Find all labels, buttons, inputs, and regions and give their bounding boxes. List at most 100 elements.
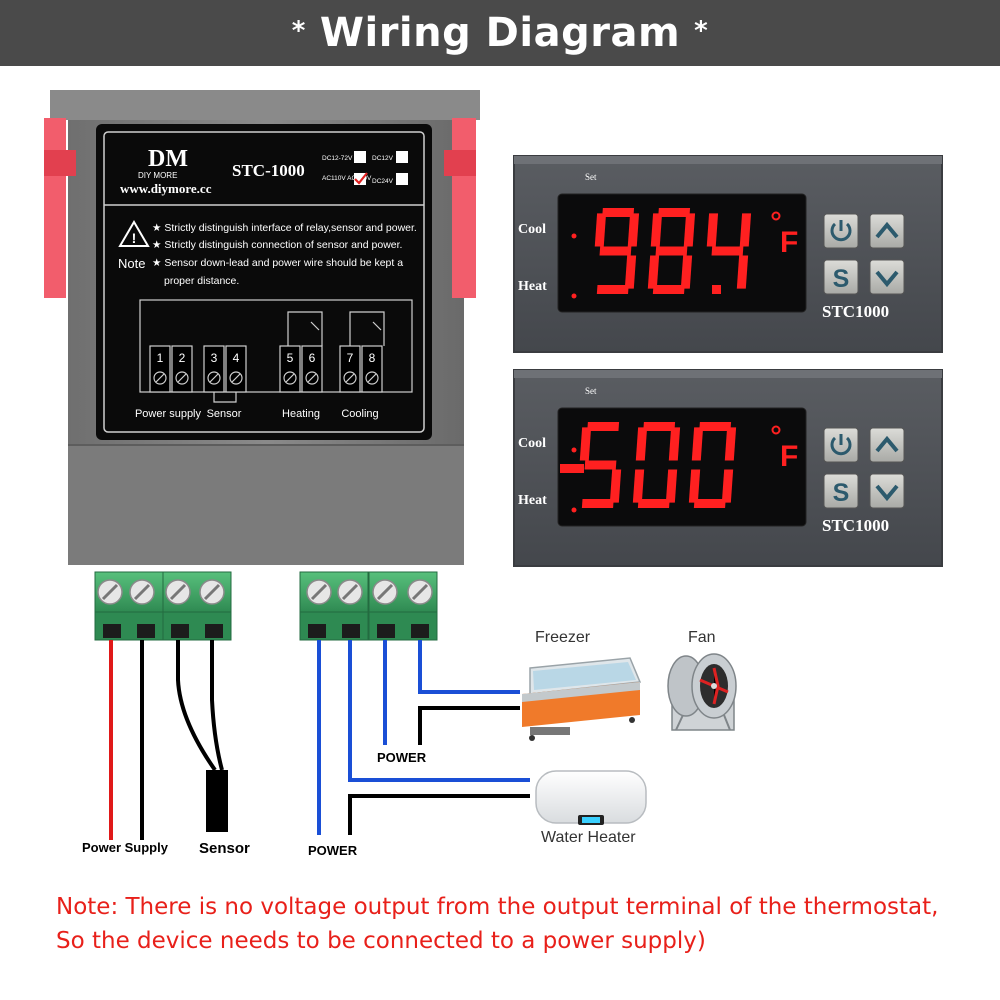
note-line-1: Note: There is no voltage output from th…: [56, 894, 939, 920]
option-dc12v: DC12V: [372, 155, 394, 162]
water-heater-label: Water Heater: [541, 829, 636, 846]
note-line-2: So the device needs to be connected to a…: [56, 928, 706, 954]
terminal-schematic: 1 2 3 4 5 6 7 8: [149, 345, 383, 393]
s-button-label: S: [833, 479, 850, 507]
schematic-terminal-number: 7: [347, 351, 354, 365]
schematic-terminal-number: 1: [157, 351, 164, 365]
fan-label: Fan: [688, 629, 716, 646]
black-wire-freezer: [418, 706, 520, 745]
group-sensor: Sensor: [207, 408, 242, 420]
warning-icon: [118, 220, 150, 247]
controller-model: STC-1000: [232, 161, 305, 180]
wires: [109, 640, 530, 840]
power-label-mid: POWER: [377, 750, 427, 765]
title-banner: * Wiring Diagram *: [0, 0, 1000, 66]
screw-icon: [153, 371, 167, 385]
sensor-wire-b: [210, 640, 224, 771]
up-button[interactable]: [869, 427, 905, 463]
power-button[interactable]: [823, 213, 859, 249]
sensor-probe: [206, 770, 228, 832]
heat-label: Heat: [518, 279, 547, 294]
down-button[interactable]: [869, 259, 905, 295]
star-right: *: [694, 16, 709, 46]
controller-lower-body: [68, 445, 464, 565]
power-icon: [830, 222, 852, 242]
power-button[interactable]: [823, 427, 859, 463]
chevron-up-icon: [875, 435, 899, 453]
brand-logo: DM: [148, 146, 188, 172]
fan: [667, 653, 737, 731]
screw-icon: [305, 371, 319, 385]
schematic-terminal-number: 6: [309, 351, 316, 365]
screw-icon: [365, 371, 379, 385]
group-cooling: Cooling: [341, 408, 378, 420]
s-button[interactable]: S: [823, 259, 859, 295]
terminal-blocks: [94, 571, 438, 641]
down-button[interactable]: [869, 473, 905, 509]
set-label: Set: [585, 172, 597, 182]
s-button[interactable]: S: [823, 473, 859, 509]
freezer-label: Freezer: [535, 629, 591, 646]
terminal-block: [162, 571, 232, 641]
star-left: *: [291, 16, 306, 46]
power-icon: [830, 436, 852, 456]
warning-line-4: proper distance.: [164, 275, 239, 287]
page-title: Wiring Diagram: [319, 10, 681, 56]
group-power-supply: Power supply: [135, 408, 202, 420]
schematic-terminal-number: 4: [233, 351, 240, 365]
chevron-down-icon: [875, 484, 899, 502]
screw-icon: [207, 371, 221, 385]
power-label-bottom: POWER: [308, 843, 358, 858]
black-wire-heater: [348, 794, 530, 835]
svg-text:!: !: [132, 230, 137, 246]
screw-icon: [175, 371, 189, 385]
blue-wire-freezer: [418, 640, 520, 694]
display-model: STC1000: [822, 516, 889, 535]
option-dc12-72v: DC12-72V: [322, 155, 353, 162]
s-button-label: S: [833, 265, 850, 293]
schematic-terminal-number: 8: [369, 351, 376, 365]
led-reading: [560, 422, 737, 508]
heat-label: Heat: [518, 493, 547, 508]
led-reading: [594, 208, 752, 294]
sensor-wire-a: [176, 640, 217, 772]
screw-icon: [229, 371, 243, 385]
schematic-terminal-number: 2: [179, 351, 186, 365]
water-heater: [535, 770, 647, 825]
schematic-terminal-number: 5: [287, 351, 294, 365]
controller-unit: DM DIY MORE www.diymore.cc STC-1000 DC12…: [44, 90, 480, 565]
unit-label: F: [780, 226, 798, 259]
group-heating: Heating: [282, 408, 320, 420]
note-block: Note: There is no voltage output from th…: [56, 890, 976, 958]
chevron-down-icon: [875, 270, 899, 288]
freezer: [522, 657, 642, 741]
left-clip: [44, 118, 66, 298]
note-label: Note: [118, 256, 145, 271]
up-button[interactable]: [869, 213, 905, 249]
warning-line-1: ★ Strictly distinguish interface of rela…: [152, 222, 417, 234]
power-supply-label: Power Supply: [82, 840, 168, 855]
set-label: Set: [585, 386, 597, 396]
option-ac110v-ac220v: AC110V AC220V: [322, 175, 372, 182]
warning-line-2: ★ Strictly distinguish connection of sen…: [152, 239, 402, 251]
sensor-label: Sensor: [199, 840, 250, 857]
check-icon: [354, 172, 368, 185]
brand-sub: DIY MORE: [138, 171, 177, 180]
screw-icon: [283, 371, 297, 385]
cool-label: Cool: [518, 436, 546, 451]
chevron-up-icon: [875, 221, 899, 239]
brand-website: www.diymore.cc: [120, 181, 212, 196]
screw-icon: [343, 371, 357, 385]
led-screen: [557, 407, 807, 527]
display-model: STC1000: [822, 302, 889, 321]
controller-top-lip: [50, 90, 480, 120]
warning-line-3: ★ Sensor down-lead and power wire should…: [152, 257, 403, 269]
schematic-terminal-number: 3: [211, 351, 218, 365]
right-clip: [452, 118, 476, 298]
unit-label: F: [780, 440, 798, 473]
blue-wire-heater: [348, 640, 530, 782]
